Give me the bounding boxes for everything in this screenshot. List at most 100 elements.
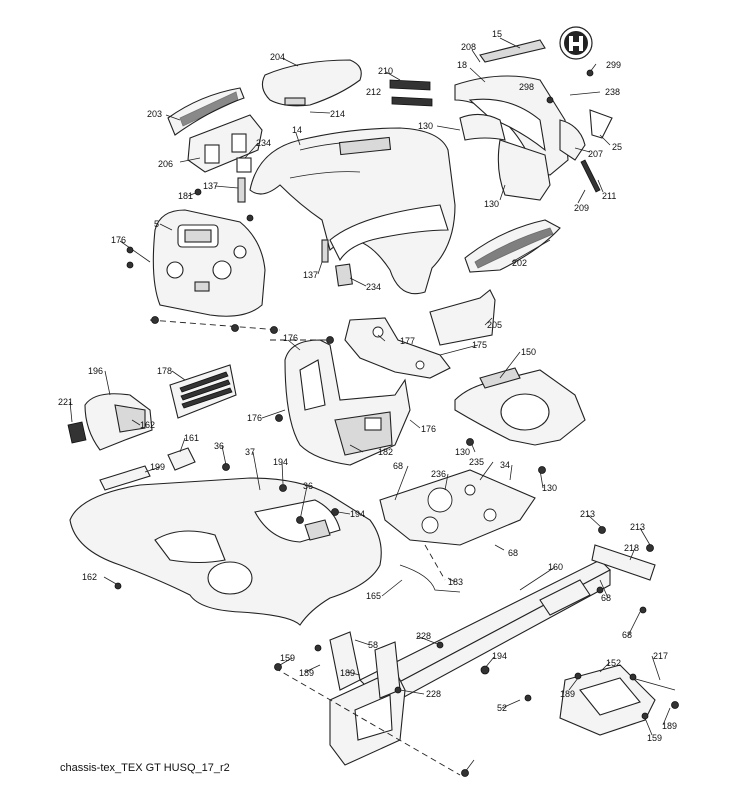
callout-199: 199 bbox=[150, 462, 165, 472]
fender-162 bbox=[69, 477, 382, 626]
panel-205 bbox=[429, 289, 496, 346]
callout-228b: 228 bbox=[426, 689, 441, 699]
front-bumper-assembly bbox=[454, 39, 613, 176]
top-cover-part bbox=[261, 59, 362, 107]
callout-214: 214 bbox=[330, 109, 345, 119]
callout-205: 205 bbox=[487, 320, 502, 330]
front-nose-part bbox=[464, 139, 561, 273]
callout-58: 58 bbox=[368, 640, 378, 650]
callout-204: 204 bbox=[270, 52, 285, 62]
dash-housing-182 bbox=[284, 339, 411, 466]
callout-25: 25 bbox=[612, 142, 622, 152]
rod-165 bbox=[399, 564, 461, 593]
rear-fender-150 bbox=[454, 367, 586, 446]
callout-221: 221 bbox=[58, 397, 73, 407]
callout-228a: 228 bbox=[416, 631, 431, 641]
callout-176b: 176 bbox=[283, 333, 298, 343]
grille-frame-203 bbox=[167, 87, 245, 136]
hood-part bbox=[249, 127, 456, 295]
callout-130a: 130 bbox=[418, 121, 433, 131]
callout-217: 217 bbox=[653, 651, 668, 661]
callout-213b: 213 bbox=[630, 522, 645, 532]
callout-207: 207 bbox=[588, 149, 603, 159]
callout-15: 15 bbox=[492, 29, 502, 39]
fasteners bbox=[114, 69, 679, 777]
rod-217 bbox=[631, 677, 676, 691]
callout-130d: 130 bbox=[542, 483, 557, 493]
callout-206: 206 bbox=[158, 159, 173, 169]
callout-160: 160 bbox=[548, 562, 563, 572]
callout-68c: 68 bbox=[601, 593, 611, 603]
spring-209 bbox=[580, 159, 601, 193]
callout-208: 208 bbox=[461, 42, 476, 52]
callout-213a: 213 bbox=[580, 509, 595, 519]
label-234 bbox=[236, 157, 353, 287]
callout-203: 203 bbox=[147, 109, 162, 119]
steering-support-175 bbox=[344, 317, 451, 379]
dashboard-part bbox=[152, 209, 266, 317]
callout-176c: 176 bbox=[421, 424, 436, 434]
vent-grille-178 bbox=[169, 364, 237, 419]
clip-161 bbox=[167, 447, 196, 471]
callout-165: 165 bbox=[366, 591, 381, 601]
callout-202: 202 bbox=[512, 258, 527, 268]
callout-189b: 189 bbox=[340, 668, 355, 678]
callout-34: 34 bbox=[500, 460, 510, 470]
callout-210: 210 bbox=[378, 66, 393, 76]
callout-181: 181 bbox=[178, 191, 193, 201]
callout-labels: 15 299 208 18 298 238 204 210 212 214 20… bbox=[58, 29, 677, 743]
callout-176a: 176 bbox=[111, 235, 126, 245]
callout-177: 177 bbox=[400, 336, 415, 346]
callout-238: 238 bbox=[605, 87, 620, 97]
label-221 bbox=[67, 421, 87, 444]
callout-130c: 130 bbox=[455, 447, 470, 457]
callout-189d: 189 bbox=[662, 721, 677, 731]
callout-14: 14 bbox=[292, 125, 302, 135]
callout-37: 37 bbox=[245, 447, 255, 457]
label-137 bbox=[237, 177, 329, 263]
callout-162a: 162 bbox=[140, 420, 155, 430]
callout-159a: 159 bbox=[280, 653, 295, 663]
callout-68a: 68 bbox=[393, 461, 403, 471]
assembly-lines bbox=[149, 319, 461, 776]
leader-lines bbox=[69, 37, 671, 773]
callout-196: 196 bbox=[88, 366, 103, 376]
callout-194b: 194 bbox=[350, 509, 365, 519]
callout-182: 182 bbox=[378, 447, 393, 457]
brand-badge bbox=[559, 26, 593, 60]
skid-plate-152 bbox=[559, 664, 656, 736]
callout-52: 52 bbox=[497, 703, 507, 713]
callout-36a: 36 bbox=[214, 441, 224, 451]
cover-196 bbox=[84, 393, 153, 451]
callout-183: 183 bbox=[448, 577, 463, 587]
callout-194c: 194 bbox=[492, 651, 507, 661]
callout-176d: 176 bbox=[247, 413, 262, 423]
callout-298: 298 bbox=[519, 82, 534, 92]
callout-218: 218 bbox=[624, 543, 639, 553]
callout-150: 150 bbox=[521, 347, 536, 357]
callout-152: 152 bbox=[606, 658, 621, 668]
callout-212: 212 bbox=[366, 87, 381, 97]
callout-299: 299 bbox=[606, 60, 621, 70]
callout-68b: 68 bbox=[508, 548, 518, 558]
callout-5: 5 bbox=[154, 219, 159, 229]
callout-178: 178 bbox=[157, 366, 172, 376]
callout-137b: 137 bbox=[303, 270, 318, 280]
diagram-caption: chassis-tex_TEX GT HUSQ_17_r2 bbox=[60, 762, 230, 774]
callout-194a: 194 bbox=[273, 457, 288, 467]
callout-159b: 159 bbox=[647, 733, 662, 743]
callout-68d: 68 bbox=[622, 630, 632, 640]
plate-199 bbox=[99, 465, 151, 491]
grille-strip-210 bbox=[389, 79, 433, 107]
callout-209: 209 bbox=[574, 203, 589, 213]
callout-189a: 189 bbox=[299, 668, 314, 678]
bracket-218 bbox=[591, 544, 656, 581]
callout-234b: 234 bbox=[366, 282, 381, 292]
bracket-58 bbox=[329, 631, 401, 699]
callout-211: 211 bbox=[602, 191, 616, 201]
callout-189c: 189 bbox=[560, 689, 575, 699]
mount-plate-34 bbox=[379, 469, 536, 546]
callout-235: 235 bbox=[469, 457, 484, 467]
callout-236: 236 bbox=[431, 469, 446, 479]
